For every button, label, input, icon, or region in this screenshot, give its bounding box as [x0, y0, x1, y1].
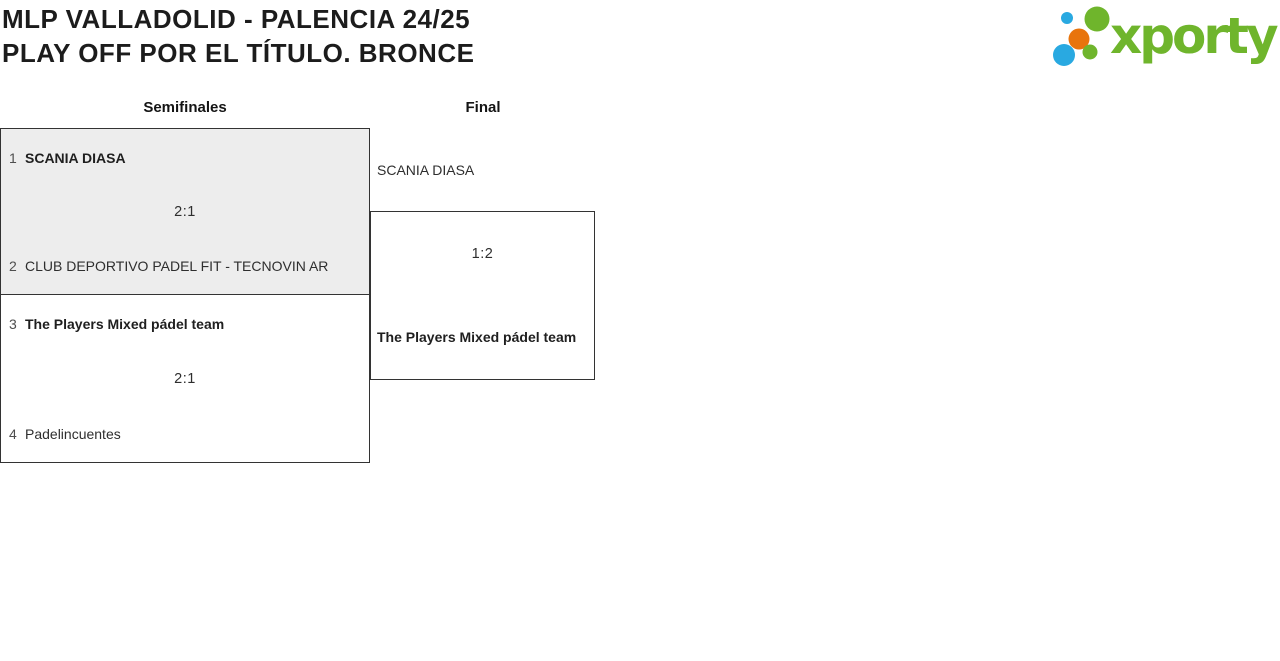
final-team-bottom-label: The Players Mixed pádel team [377, 329, 577, 345]
match-score: 2:1 [174, 203, 196, 220]
xporty-brand-text: xporty [1110, 7, 1279, 65]
team-seed: 3 [9, 316, 17, 332]
team-name: SCANIA DIASA [25, 150, 126, 166]
team-row: 4 Padelincuentes [1, 425, 369, 443]
match-card-semifinal-1[interactable]: 1 SCANIA DIASA 2:1 2 CLUB DEPORTIVO PADE… [0, 128, 370, 295]
round-header-semifinals: Semifinales [143, 99, 227, 116]
team-seed: 4 [9, 426, 17, 442]
page-title-line2: PLAY OFF POR EL TÍTULO. BRONCE [2, 38, 475, 68]
team-seed: 1 [9, 150, 17, 166]
round-header-final: Final [465, 99, 501, 116]
team-seed: 2 [9, 258, 17, 274]
team-name: The Players Mixed pádel team [25, 316, 225, 332]
page-title: MLP VALLADOLID - PALENCIA 24/25 PLAY OFF… [2, 2, 474, 70]
match-card-final[interactable]: 1:2 [370, 211, 595, 380]
team-name: Padelincuentes [25, 426, 121, 442]
team-row: 2 CLUB DEPORTIVO PADEL FIT - TECNOVIN AR [1, 257, 369, 275]
match-score: 2:1 [174, 370, 196, 387]
final-team-top-label: SCANIA DIASA [377, 162, 475, 178]
team-row: 3 The Players Mixed pádel team [1, 315, 369, 333]
match-card-semifinal-2[interactable]: 3 The Players Mixed pádel team 2:1 4 Pad… [0, 294, 370, 463]
xporty-logo[interactable]: xporty [1046, 0, 1279, 74]
match-score: 1:2 [471, 246, 494, 262]
xporty-dots-icon [1053, 6, 1110, 66]
team-row: 1 SCANIA DIASA [1, 149, 369, 167]
team-name: CLUB DEPORTIVO PADEL FIT - TECNOVIN AR [25, 258, 329, 274]
page-title-line1: MLP VALLADOLID - PALENCIA 24/25 [2, 4, 471, 34]
